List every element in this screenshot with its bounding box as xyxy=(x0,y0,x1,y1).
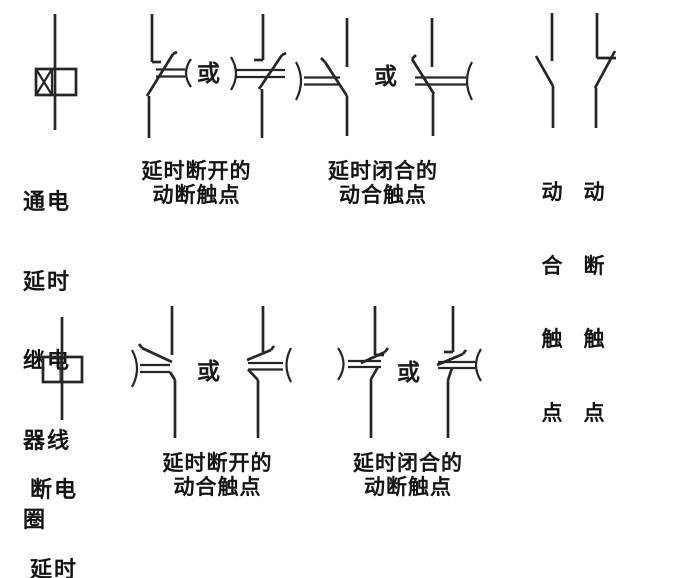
delay-open-no-label: 延时断开的 动合触点 xyxy=(145,452,290,500)
normally-open-contact-icon xyxy=(528,8,573,130)
label-line: 延时闭合的 xyxy=(353,452,463,475)
delay-close-nc-contact-variant-1-icon xyxy=(332,302,400,442)
label-line: 延时 xyxy=(30,556,79,578)
or-word: 或 xyxy=(397,359,420,385)
delay-close-no-contact-variant-1-icon xyxy=(292,10,360,140)
delay-open-no-contact-variant-1-icon xyxy=(128,302,196,442)
nc-contact-label: 动 断 触 点 xyxy=(581,132,607,475)
delay-close-no-label: 延时闭合的 动合触点 xyxy=(310,160,456,208)
or-word: 或 xyxy=(197,60,220,86)
label-line: 延时闭合的 xyxy=(328,160,438,183)
delay-open-nc-label: 延时断开的 动断触点 xyxy=(124,160,269,208)
delay-open-nc-contact-variant-2-icon xyxy=(228,10,296,140)
energize-delay-coil-figure xyxy=(10,12,95,134)
label-line: 动合触点 xyxy=(173,476,262,499)
no-contact-label: 动 合 触 点 xyxy=(539,132,565,475)
label-line: 延时 xyxy=(23,268,72,294)
label-char: 动 xyxy=(541,181,563,204)
label-char: 断 xyxy=(583,254,605,278)
delay-close-nc-contact-variant-2-icon xyxy=(408,302,493,442)
label-char: 点 xyxy=(583,401,605,425)
label-char: 动 xyxy=(583,181,605,204)
or-word: 或 xyxy=(374,63,397,89)
energize-delay-relay-coil-icon xyxy=(34,14,78,130)
label-line: 器线 xyxy=(23,427,72,453)
label-line: 动断触点 xyxy=(364,476,452,499)
label-line: 断电 xyxy=(30,477,79,502)
label-char: 点 xyxy=(541,401,563,425)
label-line: 延时断开的 xyxy=(141,160,252,183)
delay-close-nc-label: 延时闭合的 动断触点 xyxy=(335,452,481,500)
label-char: 合 xyxy=(541,254,563,278)
deenergize-delay-coil-figure xyxy=(17,315,102,423)
energize-delay-coil-label: 通电 延时 继电 器线 圈 xyxy=(23,136,71,578)
label-line: 动断触点 xyxy=(152,184,241,207)
normally-closed-contact-icon xyxy=(580,8,625,130)
label-line: 延时断开的 xyxy=(162,452,273,475)
label-char: 触 xyxy=(583,328,605,351)
label-line: 通电 xyxy=(23,189,72,214)
deenergize-delay-relay-coil-icon xyxy=(41,317,84,420)
label-line: 圈 xyxy=(23,507,48,532)
delay-close-no-contact-variant-2-icon xyxy=(402,10,482,140)
or-word: 或 xyxy=(197,358,220,384)
label-char: 触 xyxy=(541,328,563,351)
label-line: 动合触点 xyxy=(339,184,427,207)
deenergize-delay-coil-label: 断电 延时 继电 器线 圈 xyxy=(30,424,78,578)
delay-open-nc-contact-variant-1-icon xyxy=(128,10,196,140)
delay-open-no-contact-variant-2-icon xyxy=(238,302,306,442)
